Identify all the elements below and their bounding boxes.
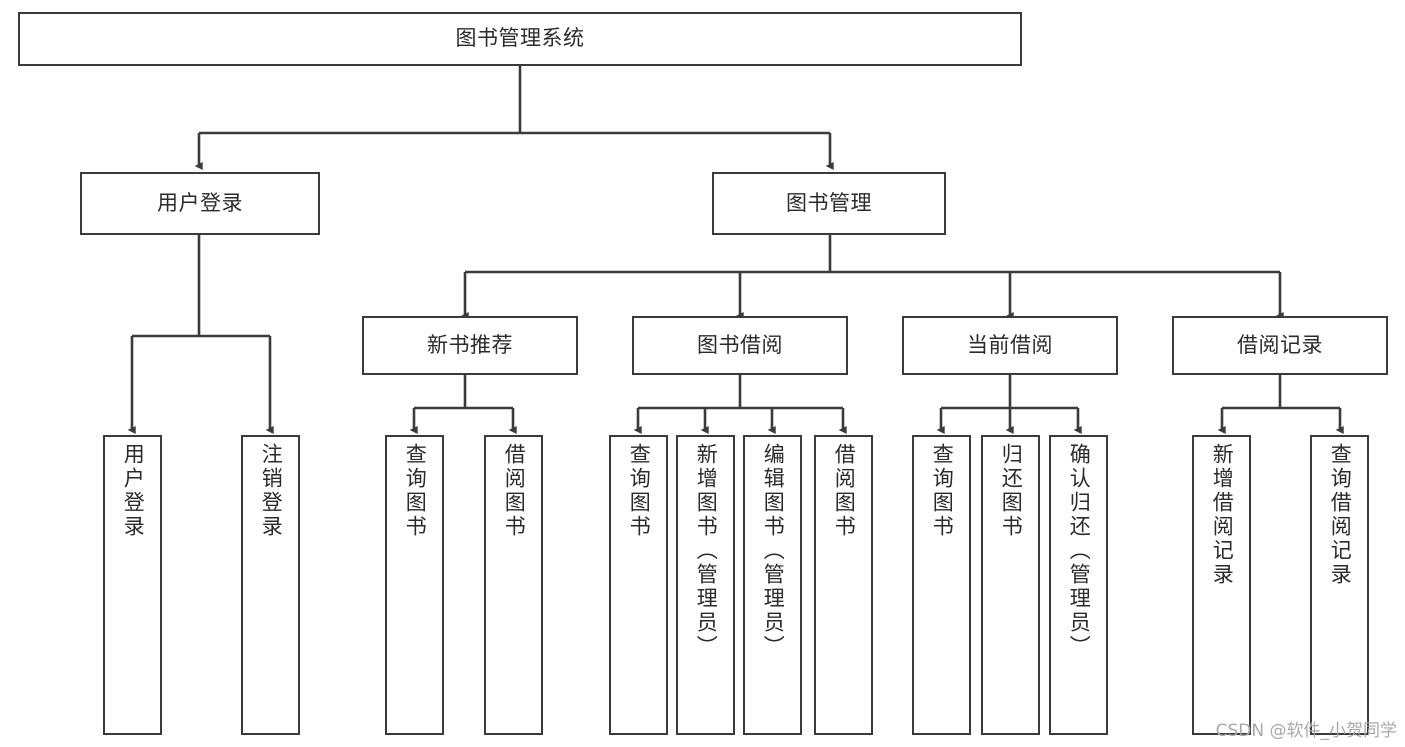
- node-leaf-query-book-3-label: 查询图书: [930, 443, 955, 539]
- node-leaf-query-book-2[interactable]: 查询图书: [609, 435, 668, 735]
- node-leaf-user-login[interactable]: 用户登录: [103, 435, 162, 735]
- node-current-borrow[interactable]: 当前借阅: [902, 316, 1118, 375]
- node-leaf-user-login-label: 用户登录: [121, 443, 146, 539]
- node-leaf-query-record[interactable]: 查询借阅记录: [1310, 435, 1369, 735]
- node-root[interactable]: 图书管理系统: [18, 12, 1022, 66]
- node-user-login[interactable]: 用户登录: [80, 172, 320, 235]
- node-leaf-query-book-2-label: 查询图书: [627, 443, 652, 539]
- node-borrow-record[interactable]: 借阅记录: [1172, 316, 1388, 375]
- node-book-borrow-label: 图书借阅: [697, 332, 783, 357]
- node-leaf-borrow-book-1-label: 借阅图书: [502, 443, 527, 539]
- node-leaf-return-book[interactable]: 归还图书: [981, 435, 1040, 735]
- node-leaf-borrow-book-2[interactable]: 借阅图书: [814, 435, 873, 735]
- node-leaf-borrow-book-1[interactable]: 借阅图书: [484, 435, 543, 735]
- node-book-borrow[interactable]: 图书借阅: [632, 316, 848, 375]
- node-leaf-confirm-return-label: 确认归还（管理员）: [1067, 443, 1092, 659]
- node-leaf-add-record-label: 新增借阅记录: [1210, 443, 1235, 587]
- node-leaf-edit-book[interactable]: 编辑图书（管理员）: [743, 435, 802, 735]
- node-leaf-edit-book-label: 编辑图书（管理员）: [761, 443, 786, 659]
- node-leaf-add-book-label: 新增图书（管理员）: [694, 443, 719, 659]
- node-leaf-query-book-3[interactable]: 查询图书: [912, 435, 971, 735]
- node-new-book-recommend-label: 新书推荐: [427, 332, 513, 357]
- node-leaf-logout-label: 注销登录: [259, 443, 284, 539]
- node-leaf-query-book-1-label: 查询图书: [403, 443, 428, 539]
- node-leaf-confirm-return[interactable]: 确认归还（管理员）: [1049, 435, 1108, 735]
- node-book-management-label: 图书管理: [786, 190, 872, 215]
- node-leaf-query-book-1[interactable]: 查询图书: [385, 435, 444, 735]
- node-user-login-label: 用户登录: [157, 190, 243, 215]
- node-new-book-recommend[interactable]: 新书推荐: [362, 316, 578, 375]
- node-borrow-record-label: 借阅记录: [1237, 332, 1323, 357]
- node-leaf-add-record[interactable]: 新增借阅记录: [1192, 435, 1251, 735]
- node-book-management[interactable]: 图书管理: [712, 172, 946, 235]
- node-leaf-query-record-label: 查询借阅记录: [1328, 443, 1353, 587]
- node-leaf-logout[interactable]: 注销登录: [241, 435, 300, 735]
- node-leaf-return-book-label: 归还图书: [999, 443, 1024, 539]
- node-leaf-borrow-book-2-label: 借阅图书: [832, 443, 857, 539]
- node-leaf-add-book[interactable]: 新增图书（管理员）: [676, 435, 735, 735]
- node-current-borrow-label: 当前借阅: [967, 332, 1053, 357]
- node-root-label: 图书管理系统: [455, 26, 585, 51]
